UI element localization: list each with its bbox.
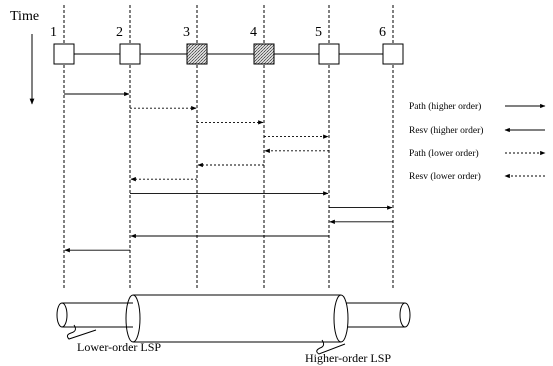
lower-order-lsp-label: Lower-order LSP: [77, 340, 161, 354]
lifelines: [63, 5, 394, 288]
node-label-2: 2: [116, 25, 123, 40]
node-box-6: [382, 43, 404, 65]
node-label-4: 4: [250, 25, 257, 40]
node-box-2: [119, 43, 141, 65]
node-box-3: [186, 43, 208, 65]
node-label-1: 1: [50, 25, 57, 40]
node-label-6: 6: [379, 25, 386, 40]
node-label-3: 3: [183, 25, 190, 40]
node-box-4: [253, 43, 275, 65]
higher-order-lsp-label: Higher-order LSP: [305, 351, 391, 365]
legend: Path (higher order) Resv (higher order) Pa…: [409, 101, 546, 182]
node-box-5: [318, 43, 340, 65]
higher-lsp-pointer: [316, 339, 346, 355]
legend-label-resv-higher: Resv (higher order): [409, 125, 483, 136]
higher-order-lsp-tube: [125, 294, 349, 343]
legend-label-path-lower: Path (lower order): [409, 148, 479, 159]
lsp-tubes: [56, 294, 411, 355]
message-arrows: [64, 91, 393, 253]
legend-label-resv-lower: Resv (lower order): [409, 171, 481, 182]
node-boxes: 1 2 3 4 5 6: [50, 25, 404, 65]
node-label-5: 5: [315, 25, 322, 40]
node-box-1: [53, 43, 75, 65]
time-label: Time: [10, 9, 39, 24]
lower-lsp-pointer: [66, 324, 97, 340]
legend-label-path-higher: Path (higher order): [409, 101, 481, 112]
